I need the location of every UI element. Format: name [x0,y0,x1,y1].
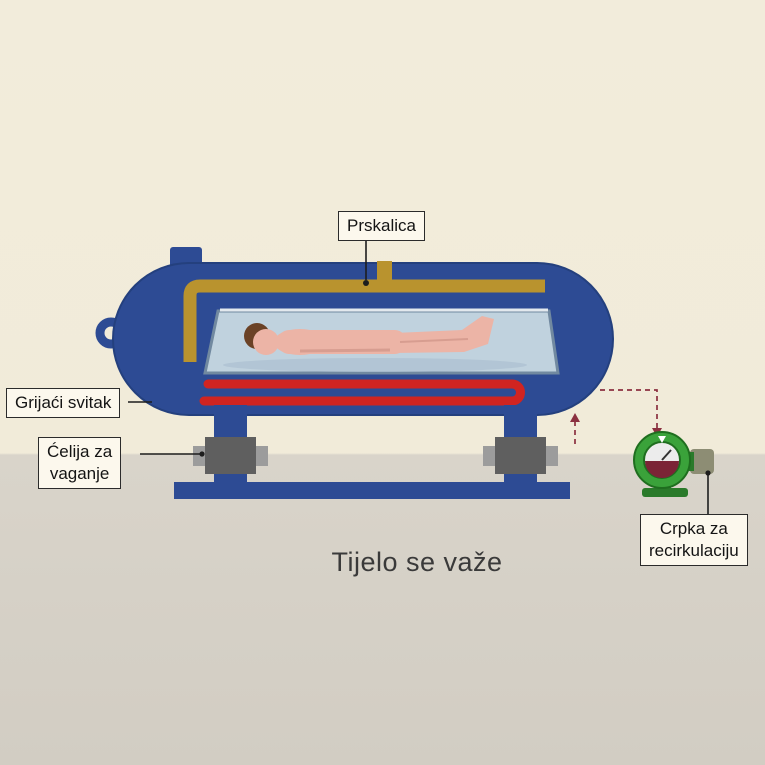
flow-line-to-pump [600,389,658,428]
lying-body-icon [244,316,494,355]
caption-text: Tijelo se važe [331,547,503,577]
leg-line [399,338,469,343]
sprinkler-pipe-run [183,279,545,362]
pump-label-line1: Crpka za [659,519,728,538]
load-cell-block [495,437,546,474]
weigh-cell-label: Ćelija za vaganje [38,437,122,490]
sprinkler-leader-dot [363,280,369,286]
sprinkler-label-text: Prskalica [347,216,416,235]
pump-label: Crpka za recirkulaciju [640,514,748,567]
heating-coil-label: Grijaći svitak [6,388,121,419]
weigh-cell-leader-dot [199,451,205,457]
pump-top-marker-icon [658,436,666,443]
left-load-cell-icon [193,437,268,474]
pump-base [642,488,688,497]
flow-arrow-up-icon [570,413,580,422]
leader-lines [128,240,711,514]
head [253,329,279,355]
pump-label-line2: recirkulaciju [649,541,739,561]
caption: Tijelo se važe [331,547,502,578]
pump-nozzle [690,449,714,474]
heating-coil-icon [199,379,525,406]
right-load-cell-icon [483,437,558,474]
heating-coil-label-text: Grijaći svitak [15,393,112,412]
viewing-window [203,308,560,375]
arm-line [299,348,391,353]
sprinkler-inlet-fitting [377,261,392,289]
recirculation-pump-icon [633,431,714,497]
body-shadow [223,358,527,372]
weigh-cell-label-line2: vaganje [49,464,110,484]
load-cell-block [205,437,256,474]
load-cell-tab [253,446,268,466]
weigh-cell-label-line1: Ćelija za [47,442,113,461]
load-cell-tab [483,446,498,466]
pump-gauge-fill [645,461,679,478]
base-bar [174,482,570,499]
legs-feet [394,316,494,353]
torso [278,330,406,354]
pump-leader-dot [705,470,711,476]
load-cell-tab [543,446,558,466]
sprinkler-label: Prskalica [338,211,425,242]
pump-gauge-needle [661,449,672,461]
sprinkler-pipe [183,261,545,362]
